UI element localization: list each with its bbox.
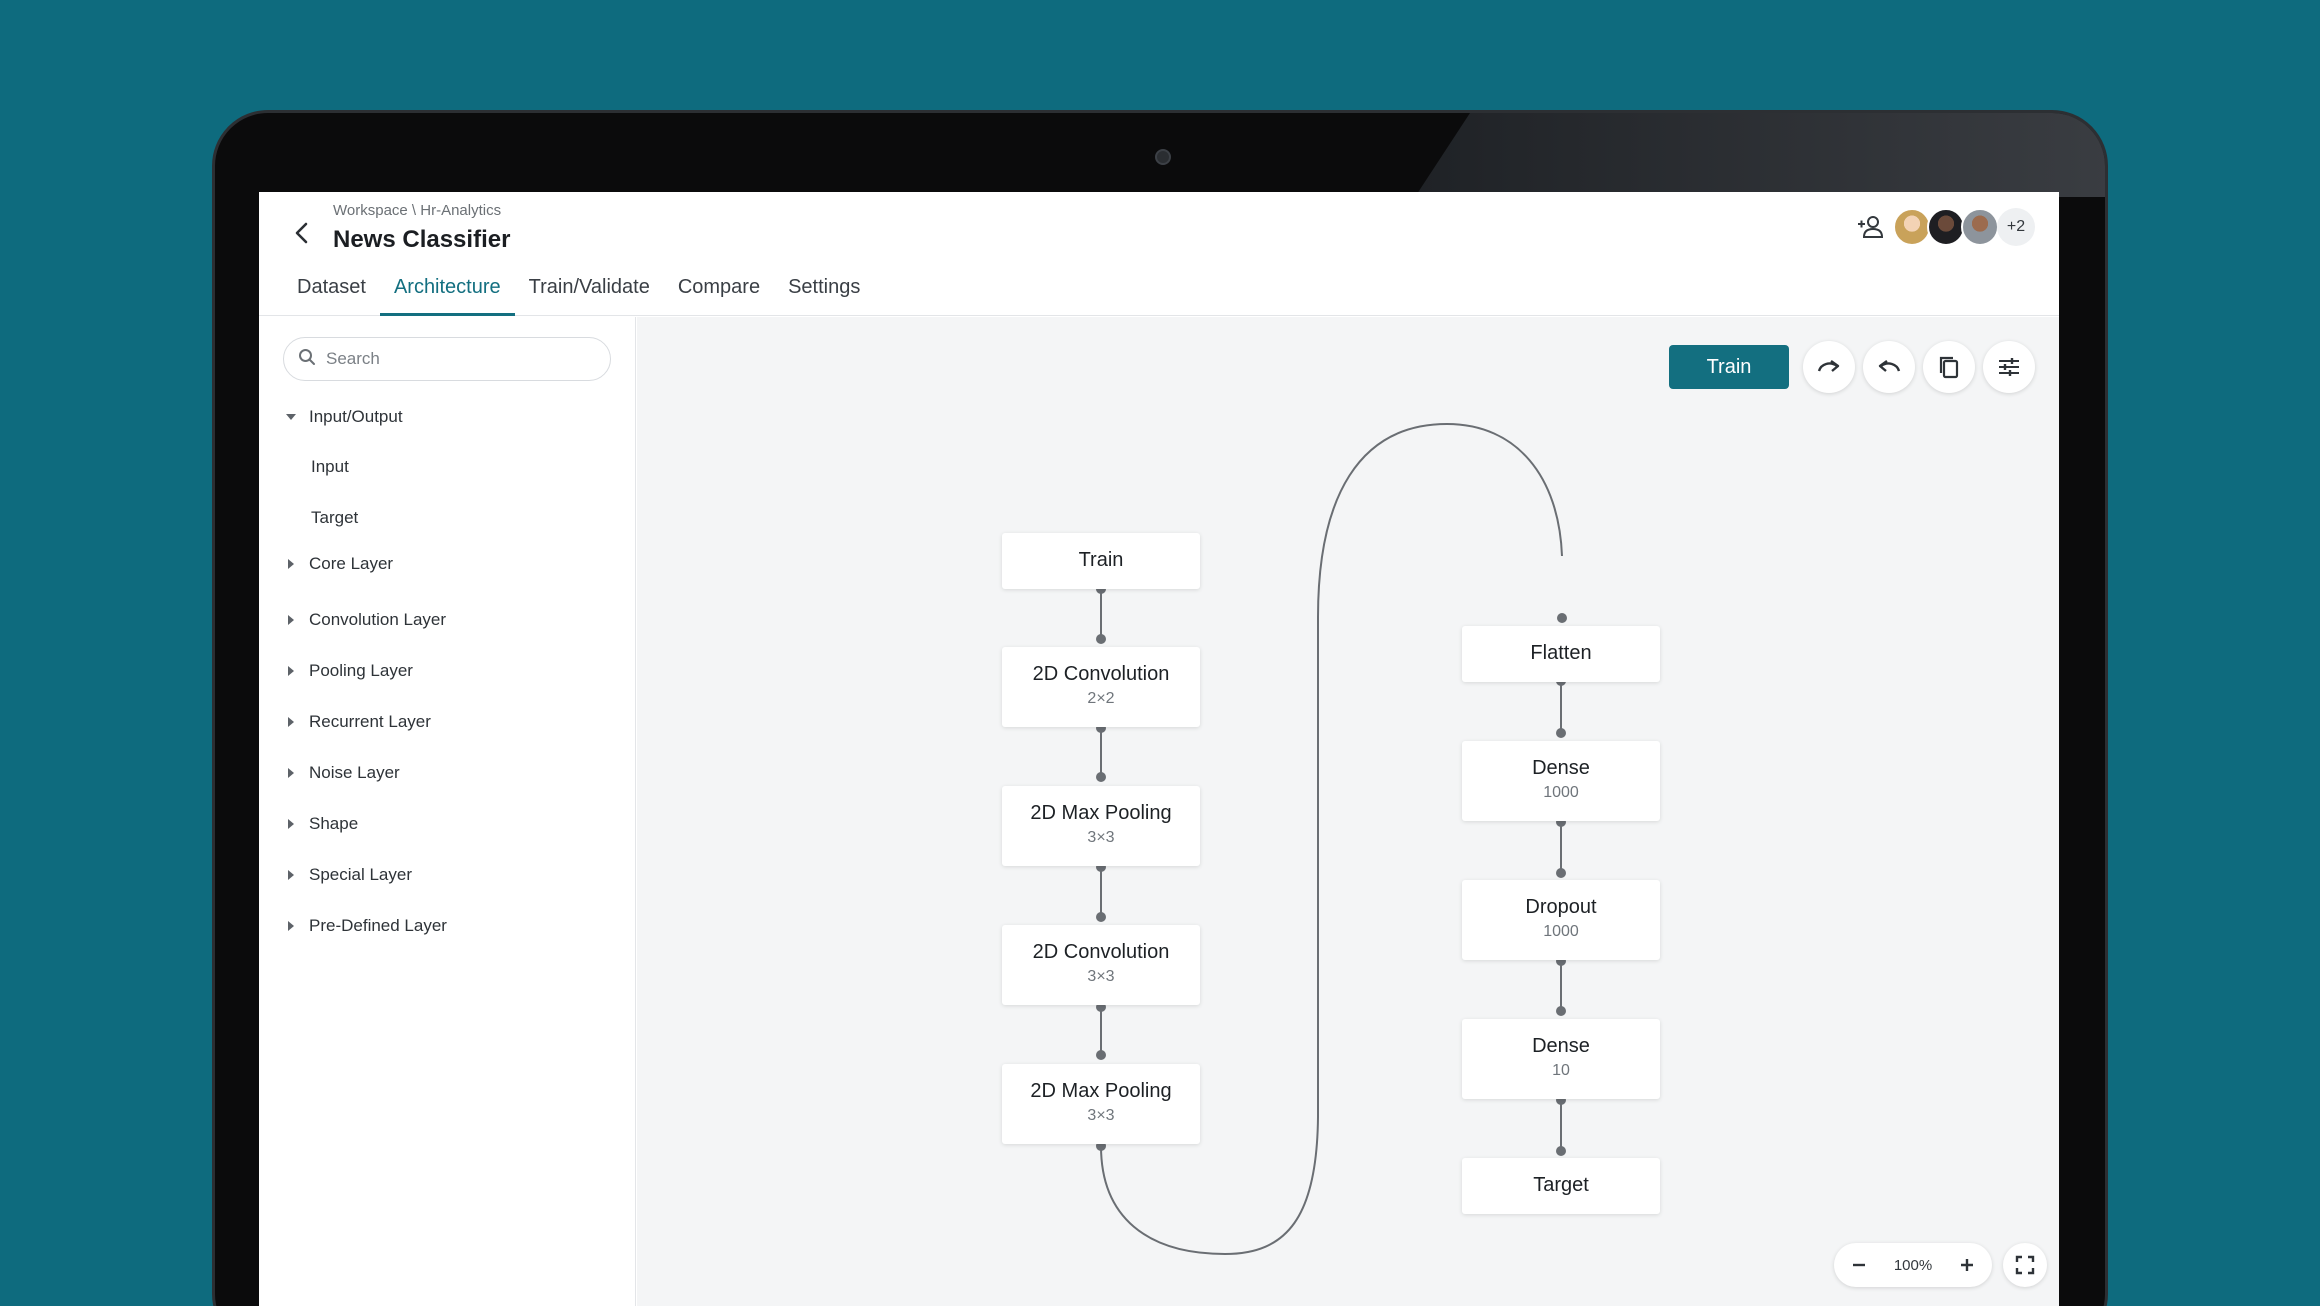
layer-node-flatten[interactable]: Flatten xyxy=(1462,626,1660,682)
tab-settings[interactable]: Settings xyxy=(788,276,861,298)
sidebar-group-input-output[interactable]: Input/Output xyxy=(283,407,403,427)
node-parameter: 3×3 xyxy=(1087,829,1115,846)
search-icon xyxy=(298,348,316,371)
sidebar-group-noise-layer[interactable]: Noise Layer xyxy=(283,763,400,783)
node-title: Target xyxy=(1533,1174,1589,1196)
sidebar-item-target[interactable]: Target xyxy=(311,508,359,527)
node-parameter: 3×3 xyxy=(1087,1107,1115,1124)
caret-right-icon xyxy=(283,663,299,679)
avatar[interactable] xyxy=(1893,208,1931,246)
layer-node-2d-max-pooling[interactable]: 2D Max Pooling 3×3 xyxy=(1002,786,1200,866)
connection-wires xyxy=(1096,422,1567,1256)
zoom-control: 100% xyxy=(1834,1243,1992,1287)
node-title: 2D Max Pooling xyxy=(1030,1080,1172,1102)
more-collaborators-badge[interactable]: +2 xyxy=(1997,208,2035,246)
node-title: Dropout xyxy=(1525,896,1597,918)
node-title: 2D Max Pooling xyxy=(1030,802,1172,824)
node-title: 2D Convolution xyxy=(1032,941,1170,963)
avatar[interactable] xyxy=(1961,208,1999,246)
breadcrumb[interactable]: Workspace \ Hr-Analytics xyxy=(333,202,502,219)
sidebar-group-label: Shape xyxy=(309,814,359,833)
caret-right-icon xyxy=(283,918,299,934)
sidebar-group-recurrent-layer[interactable]: Recurrent Layer xyxy=(283,712,431,732)
node-title: 2D Convolution xyxy=(1032,663,1170,685)
back-arrow-icon[interactable] xyxy=(287,218,317,248)
app-screen: Workspace \ Hr-Analytics News Classifier… xyxy=(259,192,2059,1306)
caret-right-icon xyxy=(283,765,299,781)
zoom-level: 100% xyxy=(1893,1256,1933,1274)
tab-architecture[interactable]: Architecture xyxy=(379,272,515,316)
screen-glare xyxy=(1415,113,2105,197)
layer-node-2d-max-pooling[interactable]: 2D Max Pooling 3×3 xyxy=(1002,1064,1200,1144)
node-parameter: 3×3 xyxy=(1087,968,1115,985)
zoom-out-icon[interactable] xyxy=(1848,1254,1870,1276)
caret-down-icon xyxy=(283,409,299,425)
sidebar-group-label: Core Layer xyxy=(309,554,394,573)
caret-right-icon xyxy=(283,816,299,832)
sidebar-group-label: Input/Output xyxy=(309,407,403,426)
sidebar-group-shape[interactable]: Shape xyxy=(283,814,358,834)
collaborators: +2 xyxy=(1855,208,2035,246)
redo-icon[interactable] xyxy=(1803,341,1855,393)
layer-node-dropout[interactable]: Dropout 1000 xyxy=(1462,880,1660,960)
sidebar-group-convolution-layer[interactable]: Convolution Layer xyxy=(283,610,446,630)
search-box[interactable] xyxy=(283,337,611,381)
sidebar-group-label: Recurrent Layer xyxy=(309,712,431,731)
architecture-canvas[interactable]: Train Train 2D Convolution 2×2 2D Max Po… xyxy=(637,317,2059,1306)
node-parameter: 1000 xyxy=(1543,923,1579,940)
add-user-icon[interactable] xyxy=(1855,211,1887,243)
tab-bar: Dataset Architecture Train/Validate Comp… xyxy=(283,272,874,316)
node-title: Train xyxy=(1078,549,1124,571)
sidebar-group-label: Noise Layer xyxy=(309,763,400,782)
sidebar-group-label: Pre-Defined Layer xyxy=(309,916,447,935)
sidebar-group-special-layer[interactable]: Special Layer xyxy=(283,865,412,885)
layer-node-target[interactable]: Target xyxy=(1462,1158,1660,1214)
copy-icon[interactable] xyxy=(1923,341,1975,393)
sidebar-item-input[interactable]: Input xyxy=(311,457,349,476)
node-parameter: 10 xyxy=(1552,1062,1570,1079)
layer-node-2d-convolution[interactable]: 2D Convolution 2×2 xyxy=(1002,647,1200,727)
node-title: Dense xyxy=(1532,1035,1590,1057)
sidebar-group-pooling-layer[interactable]: Pooling Layer xyxy=(283,661,413,681)
undo-icon[interactable] xyxy=(1863,341,1915,393)
layer-node-train[interactable]: Train xyxy=(1002,533,1200,589)
layer-node-2d-convolution[interactable]: 2D Convolution 3×3 xyxy=(1002,925,1200,1005)
node-title: Flatten xyxy=(1530,642,1592,664)
tab-compare[interactable]: Compare xyxy=(677,276,761,298)
zoom-in-icon[interactable] xyxy=(1956,1254,1978,1276)
sidebar-group-label: Special Layer xyxy=(309,865,413,884)
tab-train-validate[interactable]: Train/Validate xyxy=(528,276,650,298)
sidebar-group-label: Pooling Layer xyxy=(309,661,413,680)
sidebar-group-label: Convolution Layer xyxy=(309,610,447,629)
search-input[interactable] xyxy=(326,349,586,369)
node-parameter: 1000 xyxy=(1543,784,1579,801)
tab-dataset[interactable]: Dataset xyxy=(297,276,366,298)
node-title: Dense xyxy=(1532,757,1590,779)
page-title: News Classifier xyxy=(333,226,511,253)
top-bar: Workspace \ Hr-Analytics News Classifier… xyxy=(259,192,2059,316)
caret-right-icon xyxy=(283,714,299,730)
train-button[interactable]: Train xyxy=(1669,345,1789,389)
caret-right-icon xyxy=(283,867,299,883)
layer-node-dense[interactable]: Dense 10 xyxy=(1462,1019,1660,1099)
avatar[interactable] xyxy=(1927,208,1965,246)
sidebar-group-core-layer[interactable]: Core Layer xyxy=(283,554,393,574)
settings-sliders-icon[interactable] xyxy=(1983,341,2035,393)
layer-node-dense[interactable]: Dense 1000 xyxy=(1462,741,1660,821)
sidebar-group-pre-defined-layer[interactable]: Pre-Defined Layer xyxy=(283,916,447,936)
layer-library-sidebar: Input/Output Input Target Core Layer Con… xyxy=(259,317,636,1306)
caret-right-icon xyxy=(283,612,299,628)
camera-icon xyxy=(1155,149,1171,165)
node-parameter: 2×2 xyxy=(1087,690,1115,707)
fullscreen-icon[interactable] xyxy=(2003,1243,2047,1287)
caret-right-icon xyxy=(283,556,299,572)
